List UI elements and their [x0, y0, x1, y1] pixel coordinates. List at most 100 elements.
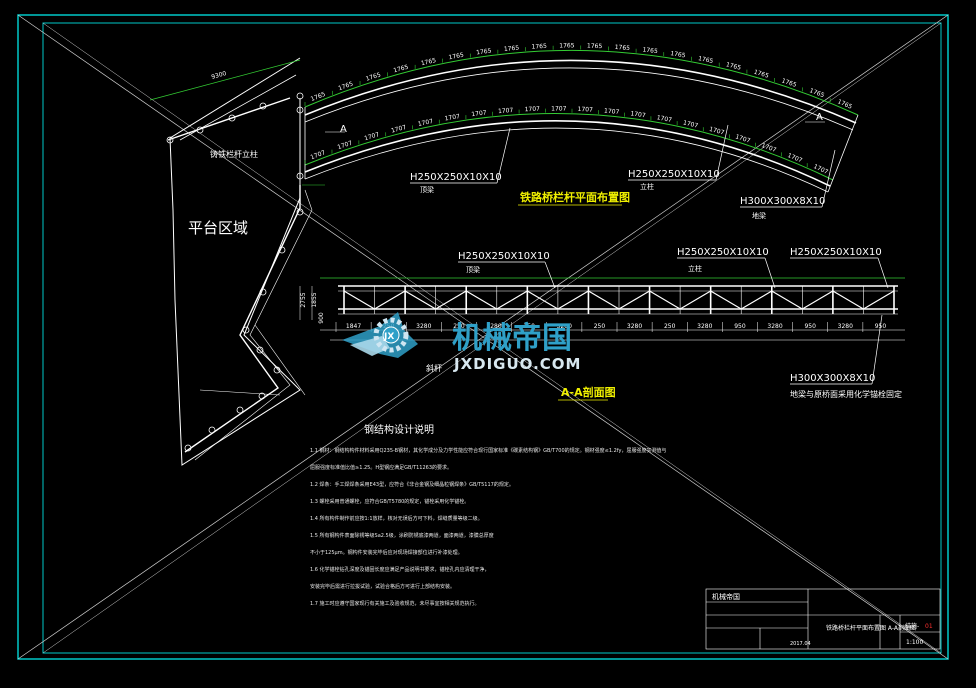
diagonal-line — [42, 22, 942, 654]
plan-ground-beam-label: H300X300X8X10 — [740, 196, 825, 207]
truss-diagonal — [618, 290, 650, 310]
title-block-date: 2017.04 — [790, 641, 811, 647]
title-block-drawing-no: 01 — [925, 623, 933, 630]
elev-column-sub: 立柱 — [688, 264, 702, 273]
notes-line: 1.5 所有钢构件表面除锈等级Sa2.5级，涂刷防锈底漆两道，面漆两道，漆膜总厚… — [310, 532, 494, 539]
elev-left-dim: 2755 — [300, 292, 307, 307]
plan-inner-dim: 1707 — [444, 113, 460, 123]
pillar-label: 铸铁栏杆立柱 — [210, 149, 258, 159]
truss-diagonal — [832, 290, 864, 310]
plan-inner-dim: 1707 — [656, 114, 672, 124]
plan-inner-dim: 1707 — [708, 126, 725, 137]
plan-outer-dim: 1765 — [420, 57, 437, 67]
plan-inner-dim: 1707 — [760, 142, 777, 154]
truss-diagonal — [802, 290, 834, 310]
plan-outer-dimensions: 1765 1765 1765 1765 1765 1765 1765 1765 1765 1765… — [304, 42, 853, 111]
notes-line: 1.7 施工时应遵守国家现行有关施工及验收规范，未尽事宜按相关规范执行。 — [310, 600, 480, 607]
plan-outer-dim: 1765 — [781, 77, 798, 89]
plan-inner-dim: 1707 — [498, 107, 514, 115]
watermark-logo: JX — [342, 312, 418, 358]
plan-outer-dim: 1765 — [531, 43, 547, 51]
watermark-name: 机械帝国 — [452, 321, 572, 356]
plan-top-beam-sub: 顶梁 — [420, 185, 434, 194]
plan-outer-dim: 1765 — [393, 64, 410, 75]
elev-bottom-dim: 3280 — [627, 323, 642, 330]
elev-bottom-dim: 3280 — [416, 323, 431, 330]
elev-top-beam-sub: 顶梁 — [466, 265, 480, 274]
elev-bottom-dim: 250 — [664, 323, 676, 330]
elev-bottom-dim: 250 — [453, 323, 465, 330]
truss-diagonal — [740, 290, 773, 310]
elevation-bottom-dimensions: 1847250328025032802503280250328025032809… — [335, 322, 886, 332]
platform-outline — [149, 57, 325, 466]
elev-bottom-dim: 950 — [734, 323, 746, 330]
plan-inner-dim: 1707 — [604, 107, 620, 115]
elev-bottom-dim: 3280 — [486, 323, 501, 330]
truss-diagonal — [496, 290, 528, 310]
notes-line: 1.1 钢材：钢结构构件材料采用Q235-B钢材，其化学成分及力学性能应符合现行… — [310, 447, 666, 454]
elevation-title: A-A剖面图 — [561, 385, 616, 399]
plan-column-sub: 立柱 — [640, 182, 654, 191]
truss-diagonal — [435, 290, 467, 310]
elev-column-label: H250X250X10X10 — [677, 247, 769, 258]
notes-line: 1.3 螺栓采用普通螺栓，应符合GB/T5780的规定，锚栓采用化学锚栓。 — [310, 498, 469, 505]
truss-diagonal — [404, 290, 436, 310]
plan-outer-dim: 1765 — [559, 42, 575, 49]
plan-inner-dim: 1707 — [364, 131, 381, 142]
outer-frame — [17, 14, 949, 660]
elev-bottom-dim: 3280 — [767, 323, 782, 330]
watermark-url: JXDIGUO.COM — [453, 355, 581, 373]
plan-title: 铁路桥栏杆平面布置图 — [520, 190, 630, 204]
notes-line: 不小于125μm。钢构件安装完毕后应对现场焊接部位进行补漆处理。 — [310, 549, 463, 556]
truss-diagonal — [588, 290, 620, 310]
plan-inner-dim: 1707 — [630, 110, 646, 119]
plan-inner-dim: 1707 — [551, 105, 567, 112]
notes-line: 屈服强度标准值比值≥1.25。H型钢应满足GB/T11263的要求。 — [310, 464, 452, 471]
section-marker-right: A — [816, 112, 823, 123]
truss-diagonal — [863, 290, 895, 310]
plan-outer-dim: 1765 — [614, 44, 630, 52]
title-block-drawing-no-label: 结施- — [905, 622, 919, 630]
elev-bottom-dim: 3280 — [697, 323, 712, 330]
plan-outer-dim: 1765 — [753, 69, 770, 80]
elev-column-label-2: H250X250X10X10 — [790, 247, 882, 258]
plan-outer-dim: 1765 — [670, 50, 686, 59]
notes-line: 1.6 化学锚栓钻孔深度及锚固长度应满足产品说明书要求，锚栓孔内应清理干净， — [310, 566, 490, 573]
elev-left-dim: 900 — [318, 312, 325, 324]
inner-frame — [42, 22, 942, 654]
elev-ground-beam-sub: 地梁与原桥面采用化学锚栓固定 — [790, 389, 902, 399]
plan-outer-dim: 1765 — [697, 55, 714, 65]
truss-diagonal — [527, 290, 559, 310]
plan-inner-dim: 1707 — [471, 109, 487, 118]
elev-bottom-dim: 950 — [804, 323, 816, 330]
section-marker-left: A — [340, 124, 347, 135]
plan-view-railing — [304, 49, 859, 193]
plan-outer-dim: 1765 — [448, 52, 464, 62]
elevation-truss — [320, 277, 905, 341]
elevation-leader-lines — [458, 257, 889, 385]
plan-leader-lines — [410, 124, 836, 208]
truss-diagonal — [771, 290, 803, 310]
plan-inner-dim: 1707 — [417, 118, 434, 128]
plan-outer-dim: 1765 — [337, 80, 354, 92]
elev-bottom-dim: 1847 — [346, 323, 361, 330]
plan-inner-dim: 1707 — [577, 106, 593, 114]
title-block-company: 机械帝国 — [712, 592, 740, 601]
truss-diagonal — [649, 290, 681, 310]
diagonal-line — [17, 14, 949, 660]
plan-inner-dim: 1707 — [390, 124, 407, 135]
truss-diagonal — [679, 290, 711, 310]
title-block-drawing-name: 铁路桥栏杆平面布置图 A-A剖面图 — [826, 624, 916, 632]
title-block — [705, 588, 941, 650]
plan-top-beam-label: H250X250X10X10 — [410, 172, 502, 183]
plan-outer-dim: 1765 — [587, 43, 603, 51]
plan-outer-dim: 1765 — [725, 61, 742, 72]
platform-area-label: 平台区域 — [188, 219, 248, 237]
truss-diagonal — [465, 290, 498, 310]
plan-ground-beam-sub: 地梁 — [752, 211, 766, 220]
plan-inner-dimensions: 1707 1707 1707 1707 1707 1707 1707 1707 1707 1707… — [304, 105, 829, 176]
elev-bottom-dim: 250 — [594, 323, 606, 330]
elev-diagonal-note: 斜杆 — [426, 363, 442, 373]
notes-body: 1.1 钢材：钢结构构件材料采用Q235-B钢材，其化学成分及力学性能应符合现行… — [310, 447, 666, 607]
